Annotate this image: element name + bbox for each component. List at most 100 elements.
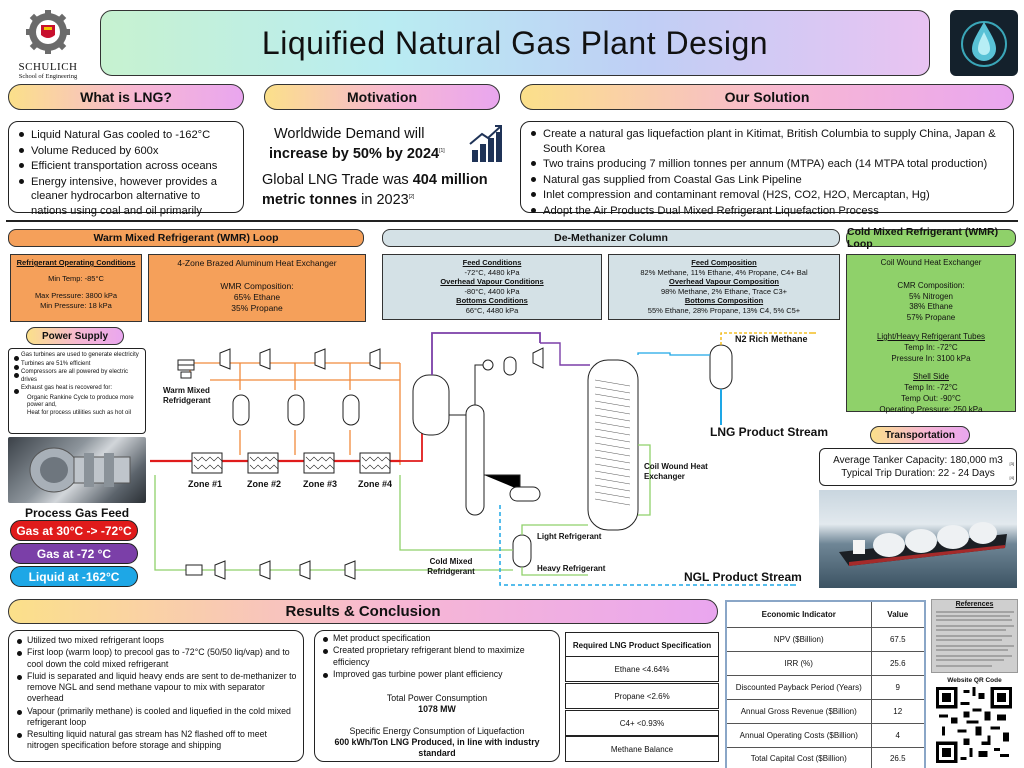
wmr-conditions-title: Refrigerant Operating Conditions [16, 258, 136, 267]
table-cell: Discounted Payback Period (Years) [725, 674, 872, 700]
motivation-line4b: in 2023 [361, 192, 409, 208]
wmr-cooler-icon [177, 359, 195, 379]
cmr-shell1: Temp In: -72°C [904, 383, 958, 393]
power-bullet: Compressors are all powered by electric … [14, 369, 141, 384]
solution-bullet: Inlet compression and contaminant remova… [531, 188, 1005, 203]
dm-feed-comp: 82% Methane, 11% Ethane, 4% Propane, C4+… [640, 267, 808, 277]
power-sub2: Heat for process utilities such as hot o… [27, 409, 132, 416]
transport-ref2: [4] [1009, 475, 1014, 480]
spec-title-text: Required LNG Product Specification [572, 640, 712, 650]
motivation-line4: metric tonnes [262, 192, 358, 208]
spec-title: Required LNG Product Specification [565, 632, 719, 658]
gas-turbine-icon [29, 447, 131, 493]
turbine-photo [8, 437, 146, 503]
motivation-line2: increase by 50% by 2024 [269, 146, 440, 162]
table-row: Annual Operating Costs ($Billion)4 [725, 722, 926, 748]
dm-ovh-cond-title: Overhead Vapour Conditions [440, 277, 544, 287]
motivation-line3b: 404 million [412, 172, 488, 188]
motivation-line4-wrap: metric tonnes in 2023[2] [262, 192, 414, 208]
dm-conditions-box: Feed Conditions -72°C, 4480 kPa Overhead… [382, 254, 602, 320]
results-mid-bullet: Met product specification [323, 633, 553, 644]
cmr-comp1: 5% Nitrogen [908, 291, 954, 301]
table-row: Annual Gross Revenue ($Billion)12 [725, 698, 926, 724]
dm-ovh-comp: 98% Methane, 2% Ethane, Trace C3+ [660, 286, 788, 296]
spec-row: Propane <2.6% [565, 683, 719, 709]
legend-liquid-label: Liquid at -162°C [28, 569, 120, 584]
lng-bullet: Efficient transportation across oceans [19, 159, 235, 174]
motivation-content: Worldwide Demand will increase by 50% by… [262, 124, 510, 214]
cmr-compressors [214, 560, 356, 580]
process-gas-feed-title: Process Gas Feed [24, 506, 130, 520]
results-mid-bullet: Improved gas turbine power plant efficie… [323, 669, 553, 680]
cmr-separator [512, 534, 532, 568]
wmr-min-pressure: Min Pressure: 18 kPa [40, 300, 112, 310]
cmr-tubes-title: Light/Heavy Refrigerant Tubes [876, 331, 986, 341]
power-bullet: Exhaust gas heat is recovered for: [14, 385, 141, 394]
results-bullet: Vapour (primarily methane) is cooled and… [17, 706, 297, 729]
cmr-comp-title: CMR Composition: [897, 280, 965, 290]
reboiler-icon [509, 486, 541, 502]
power-sub1: Organic Rankine Cycle to produce more po… [27, 394, 134, 409]
cmr-box: Coil Wound Heat Exchanger CMR Compositio… [846, 254, 1016, 414]
what-is-lng-title: What is LNG? [80, 89, 172, 105]
references-title: References [955, 601, 994, 608]
wmr-conditions-box: Refrigerant Operating Conditions Min Tem… [10, 254, 142, 322]
legend-cold-gas-label: Gas at -72 °C [36, 546, 112, 561]
cmr-loop-lines [154, 444, 651, 571]
wmr-comp1: 65% Ethane [233, 291, 281, 302]
table-cell: 25.6 [870, 650, 926, 676]
results-bullet: Resulting liquid natural gas stream has … [17, 729, 297, 752]
results-title: Results & Conclusion [285, 603, 441, 620]
cmr-comp2: 38% Ethane [909, 302, 953, 312]
spec-row-c4: C4+ <0.93% [619, 718, 665, 728]
cmr-tubes2: Pressure In: 3100 kPa [891, 353, 971, 363]
lng-droplet-icon [961, 21, 1007, 67]
table-cell: 67.5 [870, 626, 926, 652]
references-box: References [931, 599, 1018, 673]
zone-1-label: Zone #1 [188, 479, 223, 489]
dm-bot-cond: 66°C, 4480 kPa [465, 305, 519, 315]
title-banner: Liquified Natural Gas Plant Design [100, 10, 930, 76]
cmr-shell3: Operating Pressure: 250 kPa [879, 404, 983, 414]
spec-row: Ethane <4.64% [565, 656, 719, 682]
droplet-logo [950, 10, 1018, 76]
motivation-line2-wrap: increase by 50% by 2024[1] [269, 146, 445, 162]
solution-bullet: Adopt the Air Products Dual Mixed Refrig… [531, 204, 1005, 219]
wmr-min-temp: Min Temp: -85°C [48, 273, 104, 283]
demethanizer-header: De-Methanizer Column [382, 229, 840, 247]
growth-chart-icon [469, 125, 502, 162]
light-refrigerant-label: Light Refrigerant [537, 532, 602, 541]
results-bullet: First loop (warm loop) to precool gas to… [17, 647, 297, 670]
warm-mixed-label: Warm Mixed Refridgerant [163, 386, 211, 405]
zone-hx-pattern [193, 456, 391, 470]
wmr-hx: 4-Zone Brazed Aluminum Heat Exchanger [177, 258, 337, 268]
cmr-shell2: Temp Out: -90°C [901, 393, 961, 403]
results-left-box: Utilized two mixed refrigerant loops Fir… [8, 630, 304, 762]
wmr-header: Warm Mixed Refrigerant (WMR) Loop [8, 229, 364, 247]
energy-label: Specific Energy Consumption of Liquefact… [349, 725, 525, 736]
motivation-title: Motivation [347, 89, 417, 105]
lng-bullet: Liquid Natural Gas cooled to -162°C [19, 128, 235, 143]
dm-bot-comp-title: Bottoms Composition [684, 296, 764, 306]
lng-bullet: Energy intensive, however provides a cle… [19, 175, 235, 219]
table-cell: Annual Gross Revenue ($Billion) [725, 698, 872, 724]
cmr-title: Cold Mixed Refrigerant (WMR) Loop [847, 226, 999, 250]
lng-tanker-icon [839, 522, 1007, 566]
results-header: Results & Conclusion [8, 599, 718, 624]
wmr-max-pressure: Max Pressure: 3800 kPa [34, 291, 118, 301]
website-qr-code[interactable] [936, 687, 1012, 763]
table-cell: 4 [870, 722, 926, 748]
what-is-lng-header: What is LNG? [8, 84, 244, 110]
legend-cold-gas: Gas at -72 °C [10, 543, 138, 564]
table-row: Discounted Payback Period (Years)9 [725, 674, 926, 700]
ngl-product-stream-label: NGL Product Stream [684, 570, 802, 584]
table-row: NPV ($Billion)67.5 [725, 626, 926, 652]
cmr-comp3: 57% Propane [906, 313, 956, 323]
heavy-refrigerant-label: Heavy Refrigerant [537, 564, 606, 573]
tanker-capacity: Average Tanker Capacity: 180,000 m3 [833, 455, 1003, 466]
cold-mixed-label: Cold Mixed Refridgerant [427, 557, 475, 577]
spec-row: Methane Balance [565, 736, 719, 762]
spec-row-propane: Propane <2.6% [614, 691, 670, 701]
transportation-box: Average Tanker Capacity: 180,000 m3 Typi… [819, 448, 1017, 486]
top-exchanger [482, 347, 544, 376]
